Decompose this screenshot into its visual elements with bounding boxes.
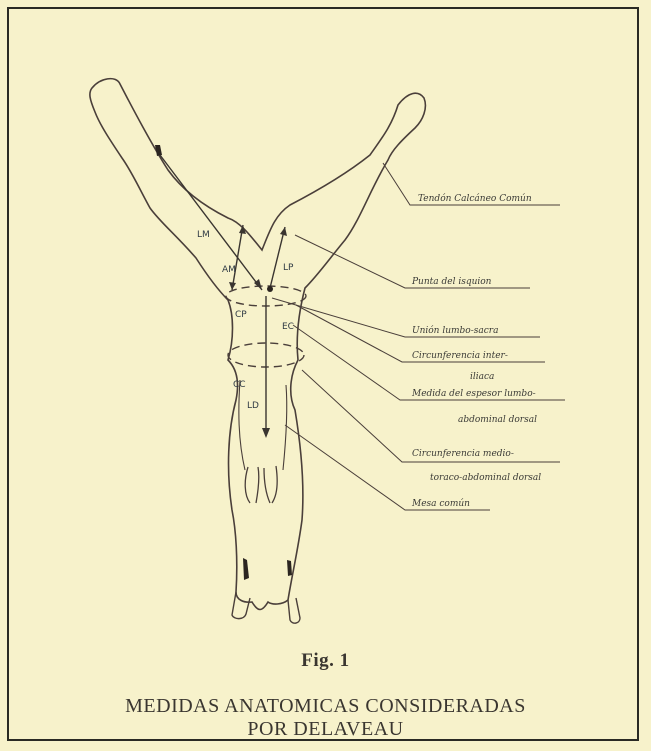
annotation-ischium-point: Punta del isquion <box>411 277 492 287</box>
carcass-diagram: LM AM LP CP EC CC LD Tendón Calcáneo Com… <box>0 0 651 640</box>
dark-mark-right <box>287 560 292 576</box>
annotation-interiliac-circumference-1: Circunferencia inter- <box>412 351 508 361</box>
figure-title-line1: MEDIDAS ANATOMICAS CONSIDERADAS <box>0 695 651 718</box>
annotation-mid-circumference-1: Circunferencia medio- <box>412 449 514 459</box>
lm-arrow <box>160 155 262 290</box>
label-cp: CP <box>235 310 247 320</box>
label-ld: LD <box>247 401 259 411</box>
label-lm: LM <box>197 230 210 240</box>
figure-title-line2: POR DELAVEAU <box>0 718 651 741</box>
dark-mark-left <box>243 558 249 580</box>
tendon-mark <box>155 145 162 156</box>
carcass-outline <box>90 79 426 610</box>
label-cc: CC <box>233 380 246 390</box>
annotation-calcaneal-tendon: Tendón Calcáneo Común <box>418 193 532 204</box>
annotation-lumbar-thickness-1: Medida del espesor lumbo- <box>411 389 536 399</box>
annotation-mid-circumference-2: toraco-abdominal dorsal <box>430 473 541 483</box>
annotation-lumbosacral-union: Unión lumbo-sacra <box>412 325 498 336</box>
hoof-left <box>232 592 250 619</box>
lumbosacral-point <box>267 286 273 292</box>
am-arrow <box>232 225 243 290</box>
contour-right <box>283 385 287 470</box>
annotation-interiliac-circumference-2: iliaca <box>470 372 494 382</box>
am-arrowhead-bottom <box>229 282 236 290</box>
ld-arrowhead <box>262 428 270 438</box>
lp-arrowhead <box>280 227 287 236</box>
lp-arrow <box>270 227 285 288</box>
label-am: AM <box>222 265 236 275</box>
hoof-right <box>288 598 300 623</box>
label-lp: LP <box>283 263 294 273</box>
annotation-lumbar-thickness-2: abdominal dorsal <box>458 415 537 425</box>
annotation-mesa: Mesa común <box>411 498 470 509</box>
figure-number: Fig. 1 <box>0 650 651 672</box>
contour-left <box>239 380 245 470</box>
tail-region <box>245 466 277 503</box>
label-ec: EC <box>282 322 294 332</box>
